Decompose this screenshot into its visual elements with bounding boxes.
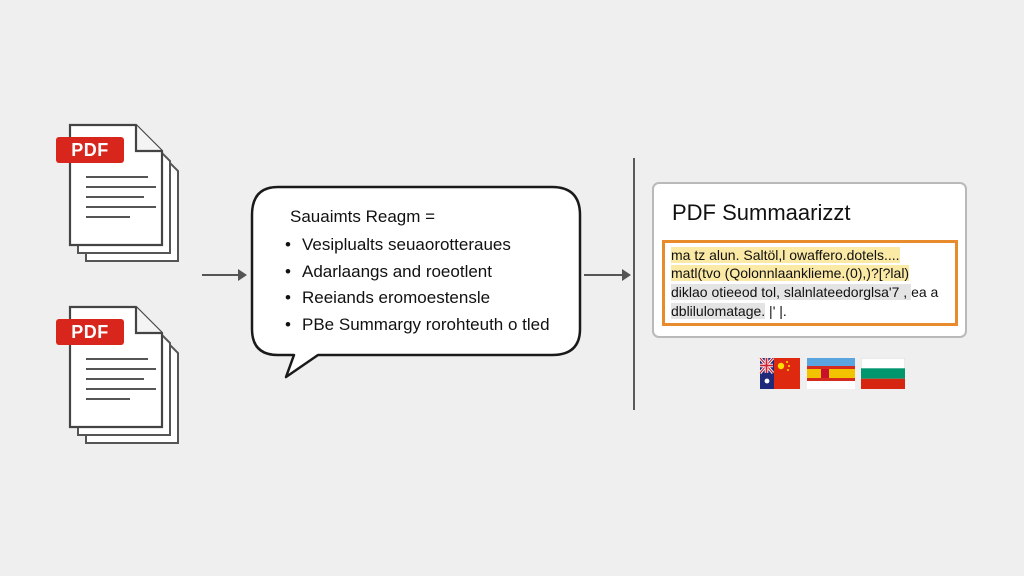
summary-text-box: ma tz alun. Saltöl,l owaffero.dotels....…	[662, 240, 958, 326]
list-item: Reeiands eromoestensle	[285, 287, 550, 314]
bulgaria-flag-icon	[861, 358, 905, 389]
summary-line: diklao otieeod tol, slalnlateedorglsa'7 …	[671, 284, 912, 300]
pdf-badge: PDF	[56, 137, 124, 163]
arrow-right-icon	[202, 269, 247, 281]
china-flag-icon	[774, 358, 800, 389]
pdf-document-stack-2: PDF	[56, 303, 186, 453]
arrow-right-icon	[584, 269, 631, 281]
document-icon	[68, 123, 179, 262]
bubble-title: Sauaimts Reagm =	[290, 207, 436, 226]
pdf-document-stack-1: PDF	[56, 121, 186, 271]
pdf-badge: PDF	[56, 319, 124, 345]
bubble-list: Vesiplualts seuaorotteraues Adarlaangs a…	[285, 234, 550, 340]
summary-line: |' |.	[765, 303, 787, 319]
summary-line: ea a	[911, 284, 939, 300]
spain-flag-icon	[807, 358, 855, 389]
list-item: Vesiplualts seuaorotteraues	[285, 234, 550, 261]
summary-card: PDF Summaarizzt ma tz alun. Saltöl,l owa…	[652, 182, 967, 338]
card-title: PDF Summaarizzt	[672, 200, 851, 225]
summary-line: matl(tvo (Qolonnlaanklieme.(0),)?[?lal)	[671, 265, 910, 281]
list-item: PBe Summargy rorohteuth o tled	[285, 314, 550, 341]
summary-line: dblilulomatage.	[671, 303, 766, 319]
list-item: Adarlaangs and roeotlent	[285, 261, 550, 288]
summary-line: ma tz alun. Saltöl,l owaffero.dotels....	[671, 247, 900, 263]
divider	[633, 158, 635, 410]
